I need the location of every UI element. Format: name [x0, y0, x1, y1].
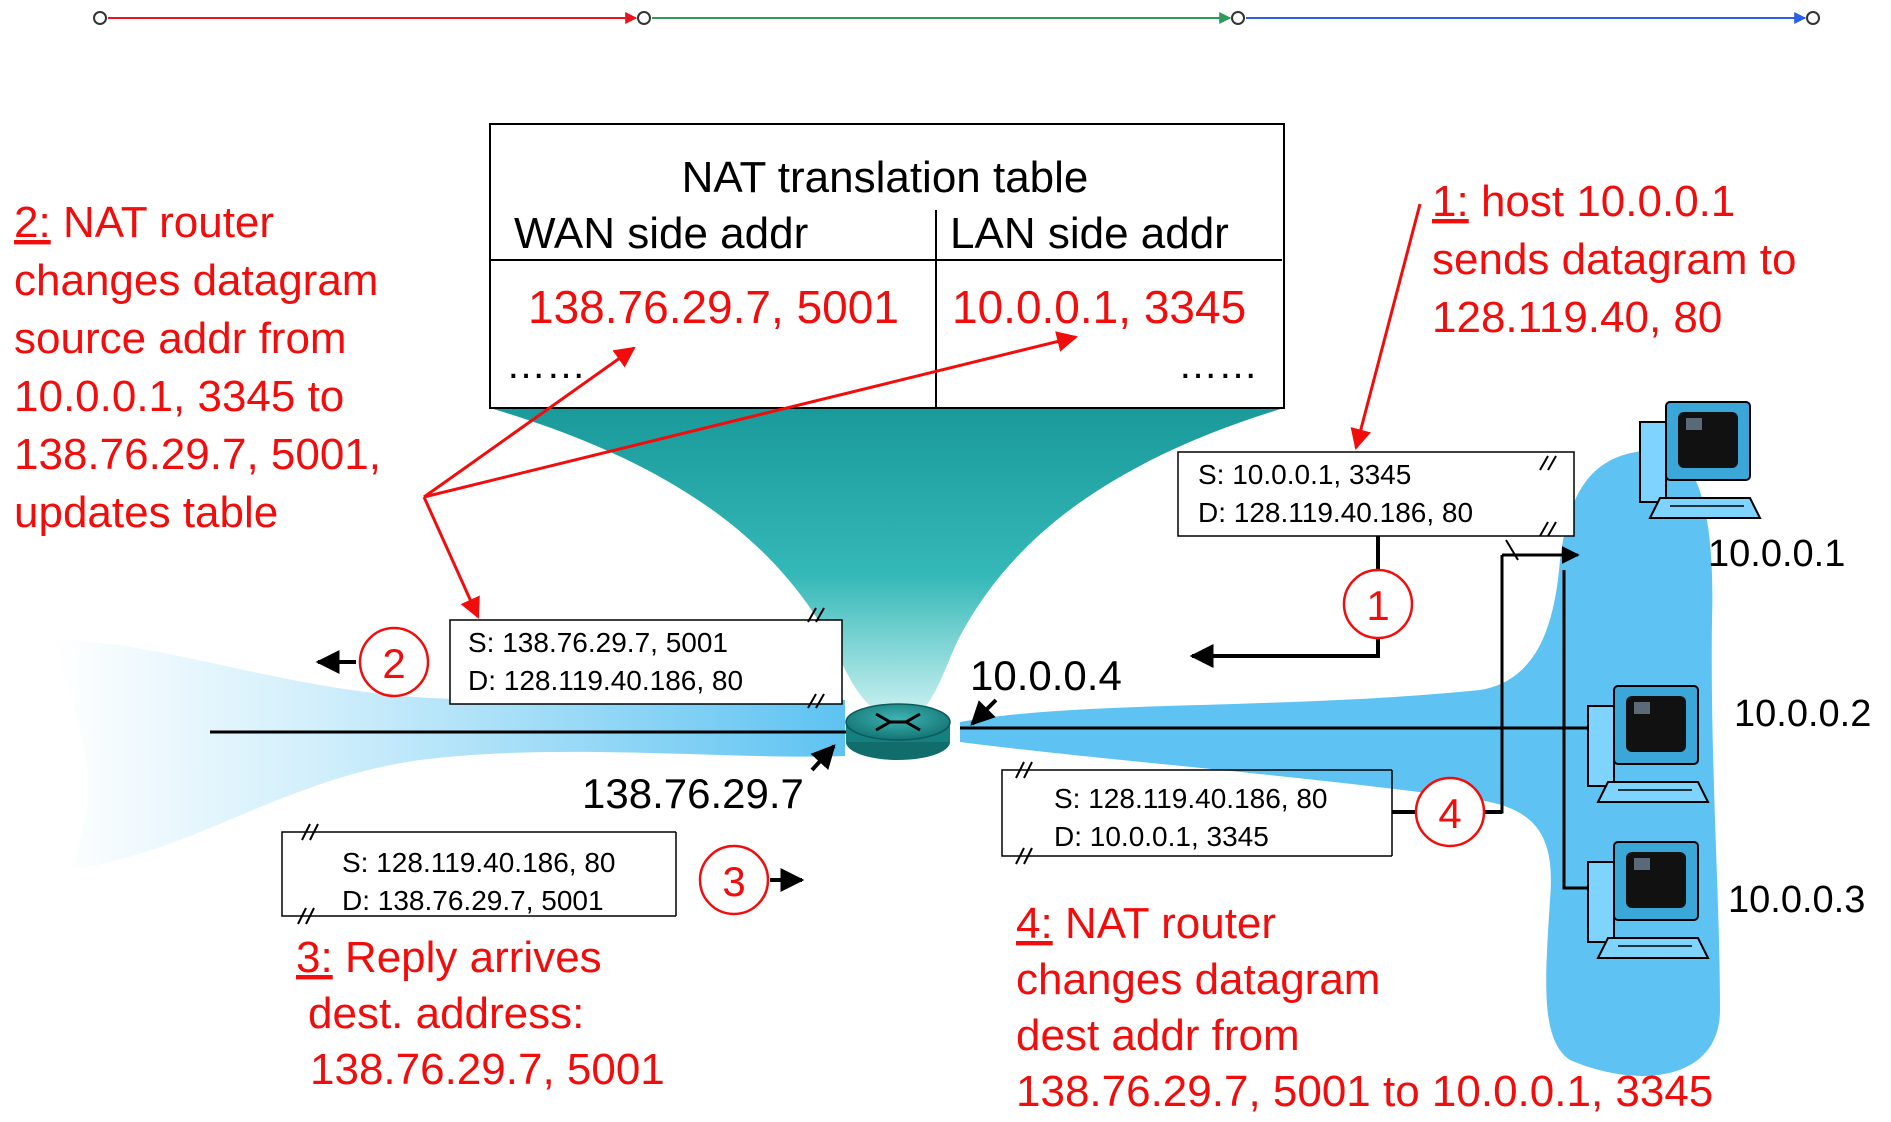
host1-computer-icon: [1639, 401, 1762, 519]
packet-1: S: 10.0.0.1, 3345 D: 128.119.40.186, 80 …: [1177, 451, 1575, 668]
step1-number: 1:: [1432, 177, 1469, 226]
router-cross-icon: [875, 712, 921, 732]
packet-4: S: 128.119.40.186, 80 D: 10.0.0.1, 3345 …: [1001, 761, 1502, 865]
step3-line: 138.76.29.7, 5001: [310, 1045, 665, 1094]
step1-arrow: [1350, 203, 1422, 451]
step3-number: 3:: [296, 933, 333, 982]
packet-3-badge-number: 3: [722, 858, 745, 905]
svg-text:1: host 10.0.0.1: 1: host 10.0.0.1: [1432, 177, 1735, 226]
step4-line: 138.76.29.7, 5001 to 10.0.0.1, 3345: [1016, 1067, 1713, 1116]
lan-bus-break: [1505, 539, 1519, 561]
host2-computer-icon: [1587, 685, 1710, 803]
nat-table-col-wan: WAN side addr: [514, 209, 808, 258]
packet-break-icon: [807, 607, 825, 623]
lan-cloud: [960, 450, 1720, 1076]
nat-table-more-wan: ……: [506, 343, 586, 387]
packet-break-icon: [1539, 455, 1557, 471]
step2-arrows: [422, 331, 1079, 619]
step2-number: 2:: [14, 198, 51, 247]
progress-node: [1806, 11, 1820, 25]
step1-line: 128.119.40, 80: [1432, 293, 1722, 342]
packet-3-dest: D: 138.76.29.7, 5001: [342, 885, 604, 916]
packet-2-source: S: 138.76.29.7, 5001: [468, 627, 728, 658]
nat-router: [845, 703, 951, 760]
packet-1-badge-number: 1: [1366, 582, 1389, 629]
step2-annotation: 2: NAT router changes datagram source ad…: [14, 198, 381, 537]
step2-line: NAT router: [63, 198, 274, 247]
lan-bus-host3: [1562, 570, 1596, 890]
host3-address: 10.0.0.3: [1728, 879, 1865, 921]
step2-line: 10.0.0.1, 3345 to: [14, 372, 344, 421]
progress-node: [93, 11, 107, 25]
packet-3: S: 128.119.40.186, 80 D: 138.76.29.7, 50…: [281, 823, 805, 925]
packet-break-icon: [1539, 521, 1557, 537]
packet-break-icon: [301, 823, 319, 841]
step4-annotation: 4: NAT router changes datagram dest addr…: [1016, 899, 1713, 1116]
nat-funnel: [490, 408, 1284, 712]
step1-line: sends datagram to: [1432, 235, 1796, 284]
packet-3-source: S: 128.119.40.186, 80: [342, 847, 616, 878]
packet-4-badge: [1414, 776, 1486, 848]
router-lan-pointer: [970, 698, 998, 726]
host2-address: 10.0.0.2: [1734, 693, 1871, 735]
step2-line: 138.76.29.7, 5001,: [14, 430, 381, 479]
router-wan-address: 138.76.29.7: [582, 770, 804, 817]
packet-4-source: S: 128.119.40.186, 80: [1054, 783, 1328, 814]
router-lan-address: 10.0.0.4: [970, 652, 1122, 699]
nat-table-wan-value: 138.76.29.7, 5001: [528, 281, 899, 333]
nat-table-lan-value: 10.0.0.1, 3345: [952, 281, 1246, 333]
progress-line: [93, 11, 1820, 25]
step4-line: dest addr from: [1016, 1011, 1300, 1060]
router-wan-pointer: [810, 744, 836, 772]
host1-address: 10.0.0.1: [1708, 533, 1845, 575]
host3-computer-icon: [1587, 841, 1710, 959]
packet-1-source: S: 10.0.0.1, 3345: [1198, 459, 1411, 490]
packet-break-icon: [297, 907, 315, 925]
step1-line: host 10.0.0.1: [1481, 177, 1735, 226]
packet-break-icon: [1015, 847, 1033, 865]
step2-line: updates table: [14, 488, 278, 537]
packet-break-icon: [807, 693, 825, 709]
packet-2-dest: D: 128.119.40.186, 80: [468, 665, 743, 696]
step2-line: source addr from: [14, 314, 347, 363]
packet-2-badge-number: 2: [382, 640, 405, 687]
nat-table-col-lan: LAN side addr: [950, 209, 1229, 258]
step2-line: changes datagram: [14, 256, 378, 305]
svg-text:2: NAT router: 2: NAT router: [14, 198, 274, 247]
step3-annotation: 3: Reply arrives dest. address: 138.76.2…: [296, 933, 665, 1094]
packet-2-badge: [358, 626, 430, 698]
packet-3-badge: [698, 844, 770, 916]
packet-2: S: 138.76.29.7, 5001 D: 128.119.40.186, …: [315, 607, 843, 709]
nat-table-more-lan: ……: [1178, 343, 1258, 387]
svg-text:3: Reply arrives: 3: Reply arrives: [296, 933, 602, 982]
packet-1-dest: D: 128.119.40.186, 80: [1198, 497, 1473, 528]
step3-line: dest. address:: [308, 989, 584, 1038]
packet-break-icon: [1015, 761, 1033, 779]
packet-1-badge: [1342, 568, 1414, 640]
progress-node: [637, 11, 651, 25]
packet-4-badge-number: 4: [1438, 790, 1461, 837]
nat-table-title: NAT translation table: [682, 153, 1089, 202]
svg-text:4: NAT router: 4: NAT router: [1016, 899, 1276, 948]
packet-3-box: [281, 831, 316, 917]
step3-line: Reply arrives: [345, 933, 602, 982]
step1-annotation: 1: host 10.0.0.1 sends datagram to 128.1…: [1432, 177, 1796, 342]
step4-line: changes datagram: [1016, 955, 1380, 1004]
packet-2-box: [449, 619, 843, 705]
packet-4-box: [1001, 769, 1030, 857]
step4-number: 4:: [1016, 899, 1053, 948]
step4-line: NAT router: [1065, 899, 1276, 948]
packet-4-dest: D: 10.0.0.1, 3345: [1054, 821, 1269, 852]
wan-cloud-shape: [52, 640, 845, 870]
progress-node: [1231, 11, 1245, 25]
packet-1-box: [1177, 451, 1575, 537]
